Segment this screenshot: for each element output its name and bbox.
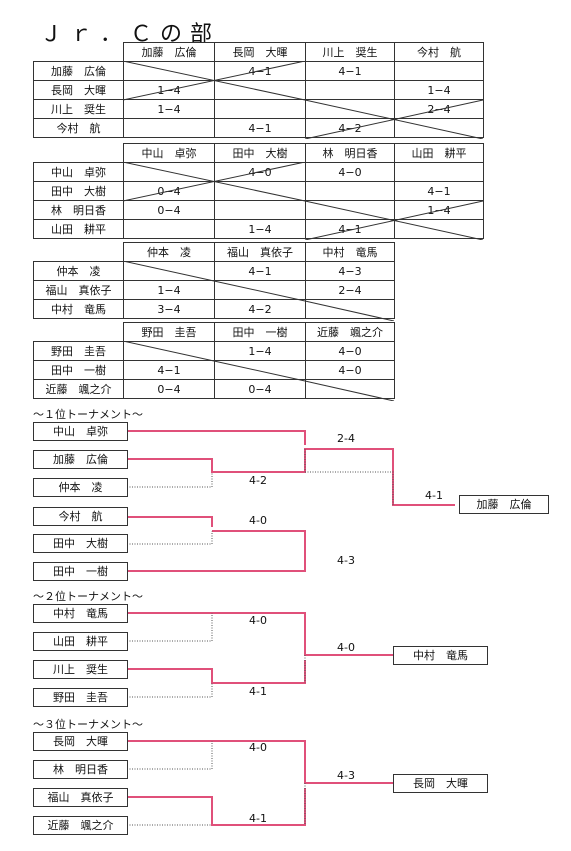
bracket-player-box: 仲本 凌 bbox=[33, 478, 128, 497]
bracket-player-box: 川上 奨生 bbox=[33, 660, 128, 679]
match-score: 4-0 bbox=[337, 641, 355, 654]
row-header: 山田 耕平 bbox=[33, 219, 124, 239]
tournament-1-title: 〜１位トーナメント〜 bbox=[33, 408, 143, 421]
bracket-player-box: 中山 卓弥 bbox=[33, 422, 128, 441]
bracket-player-box: 福山 真依子 bbox=[33, 788, 128, 807]
bracket-player-box: 長岡 大暉 bbox=[33, 732, 128, 751]
tournament-2-title: 〜２位トーナメント〜 bbox=[33, 590, 143, 603]
bracket-player-box: 加藤 広倫 bbox=[33, 450, 128, 469]
match-score: 4-3 bbox=[337, 769, 355, 782]
score-cell: 4−1 bbox=[214, 118, 306, 138]
bracket-player-box: 林 明日香 bbox=[33, 760, 128, 779]
score-cell: 4−3 bbox=[305, 261, 395, 281]
col-header: 長岡 大暉 bbox=[214, 42, 306, 62]
col-header: 中山 卓弥 bbox=[123, 143, 215, 163]
row-header: 野田 圭吾 bbox=[33, 341, 124, 361]
match-score: 4-1 bbox=[425, 489, 443, 502]
tournament-3-title: 〜３位トーナメント〜 bbox=[33, 718, 143, 731]
bracket-player-box: 中村 竜馬 bbox=[33, 604, 128, 623]
bracket-player-box: 野田 圭吾 bbox=[33, 688, 128, 707]
bracket-player-box: 近藤 颯之介 bbox=[33, 816, 128, 835]
match-score: 4-0 bbox=[249, 614, 267, 627]
col-header: 野田 圭吾 bbox=[123, 322, 215, 342]
bracket-player-box: 田中 大樹 bbox=[33, 534, 128, 553]
bracket-player-box: 今村 航 bbox=[33, 507, 128, 526]
col-header: 山田 耕平 bbox=[394, 143, 484, 163]
match-score: 2-4 bbox=[337, 432, 355, 445]
col-header: 仲本 凌 bbox=[123, 242, 215, 262]
match-score: 4-1 bbox=[249, 812, 267, 825]
match-score: 4-0 bbox=[249, 741, 267, 754]
col-header: 林 明日香 bbox=[305, 143, 395, 163]
row-header: 近藤 颯之介 bbox=[33, 379, 124, 399]
col-header: 中村 竜馬 bbox=[305, 242, 395, 262]
match-score: 4-2 bbox=[249, 474, 267, 487]
row-header: 今村 航 bbox=[33, 118, 124, 138]
bracket-player-box: 山田 耕平 bbox=[33, 632, 128, 651]
tournament-2-winner: 中村 竜馬 bbox=[393, 646, 488, 665]
tournament-1-winner: 加藤 広倫 bbox=[459, 495, 549, 514]
row-header: 仲本 凌 bbox=[33, 261, 124, 281]
tournament-3-winner: 長岡 大暉 bbox=[393, 774, 488, 793]
match-score: 4-3 bbox=[337, 554, 355, 567]
bracket-player-box: 田中 一樹 bbox=[33, 562, 128, 581]
row-header: 中村 竜馬 bbox=[33, 299, 124, 319]
row-header: 田中 大樹 bbox=[33, 181, 124, 201]
match-score: 4-0 bbox=[249, 514, 267, 527]
match-score: 4-1 bbox=[249, 685, 267, 698]
row-header: 中山 卓弥 bbox=[33, 162, 124, 182]
